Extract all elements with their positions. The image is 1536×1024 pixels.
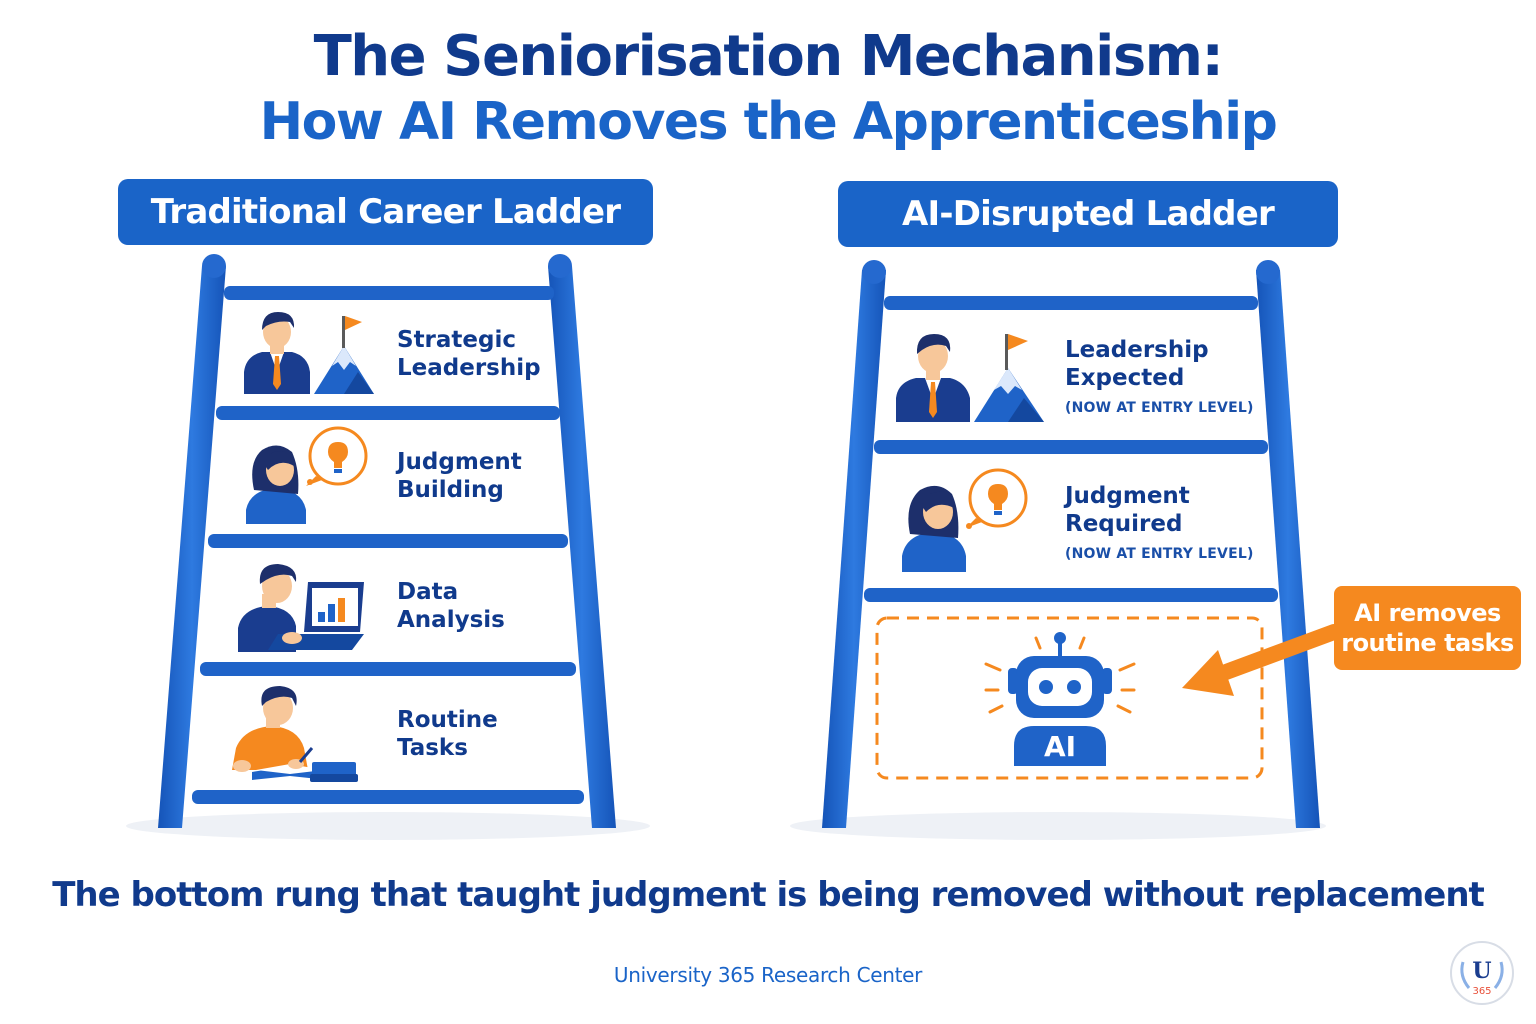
rung-label-line: Analysis <box>397 607 505 633</box>
rung-label-line: Building <box>397 477 504 503</box>
ladder-rail-left <box>822 270 886 828</box>
page-subtitle: How AI Removes the Apprenticeship <box>259 92 1278 152</box>
conclusion-tagline: The bottom rung that taught judgment is … <box>52 875 1485 915</box>
ai-disrupted-ladder-banner: AI-Disrupted Ladder <box>838 181 1338 247</box>
ladder-rail-right <box>548 266 616 828</box>
rung-label-line: Expected <box>1065 365 1185 391</box>
entry-level-note: (NOW AT ENTRY LEVEL) <box>1065 400 1254 416</box>
ladder-rung <box>200 662 576 676</box>
ladder-shadow <box>126 812 650 840</box>
ladder-rung <box>874 440 1268 454</box>
ladder-rail-right <box>1256 270 1320 828</box>
ladder-rung <box>864 588 1278 602</box>
callout-arrow-icon <box>1182 624 1342 696</box>
person-with-lightbulb-thought-icon <box>246 426 368 524</box>
ai-robot-icon <box>984 632 1136 766</box>
rung-label-line: Required <box>1065 511 1183 537</box>
ladder-rung <box>192 790 584 804</box>
rung-label-data-analysis: Data Analysis <box>397 578 587 634</box>
ladder-rung <box>884 296 1258 310</box>
rung-label-line: Leadership <box>397 355 541 381</box>
rung-label-line: Tasks <box>397 735 468 761</box>
rung-label-judgment-building: Judgment Building <box>397 448 587 504</box>
university-365-logo-icon: U 365 <box>1450 941 1514 1005</box>
person-writing-in-book-icon <box>232 686 358 782</box>
footer-credit: University 365 Research Center <box>613 963 923 987</box>
ai-removes-routine-callout: AI removes routine tasks <box>1334 586 1521 670</box>
ladder-rung <box>224 286 554 300</box>
person-at-laptop-chart-icon <box>238 564 364 652</box>
rung-label-line: Strategic <box>397 327 516 353</box>
logo-letter: U <box>1472 958 1491 984</box>
leader-with-summit-flag-icon <box>896 334 1044 422</box>
rung-label-line: Routine <box>397 707 498 733</box>
ladder-rung <box>216 406 560 420</box>
callout-line: AI removes <box>1354 599 1501 627</box>
traditional-ladder-banner: Traditional Career Ladder <box>118 179 653 245</box>
rung-label-line: Judgment <box>397 449 522 475</box>
logo-number: 365 <box>1472 986 1491 997</box>
leader-with-summit-flag-icon <box>244 312 374 394</box>
missing-rung-dashed-box <box>875 616 1264 780</box>
ai-badge-label: AI <box>1043 730 1077 763</box>
rung-label-routine-tasks: Routine Tasks <box>397 706 587 762</box>
rung-label-leadership-expected: Leadership Expected (NOW AT ENTRY LEVEL) <box>1065 336 1255 418</box>
page-title: The Seniorisation Mechanism: <box>313 24 1224 89</box>
person-with-lightbulb-thought-icon <box>902 468 1028 572</box>
rung-label-line: Leadership <box>1065 337 1209 363</box>
rung-label-line: Judgment <box>1065 483 1190 509</box>
rung-label-strategic-leadership: Strategic Leadership <box>397 326 587 382</box>
ladder-rail-left <box>158 266 226 828</box>
ladder-rung <box>208 534 568 548</box>
ladder-shadow <box>790 812 1326 840</box>
rung-label-line: Data <box>397 579 459 605</box>
entry-level-note: (NOW AT ENTRY LEVEL) <box>1065 546 1254 562</box>
callout-line: routine tasks <box>1341 629 1514 657</box>
rung-label-judgment-required: Judgment Required (NOW AT ENTRY LEVEL) <box>1065 482 1255 564</box>
